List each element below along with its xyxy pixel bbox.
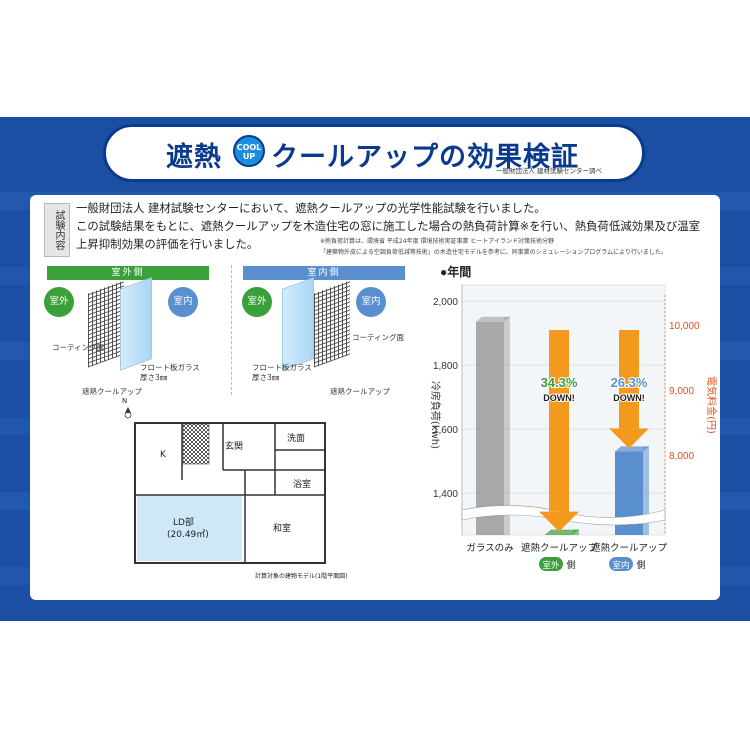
outside-diagram-header: 室外側 [47, 266, 209, 280]
description: 一般財団法人 建材試験センターにおいて、遮熱クールアップの光学性能試験を行いまし… [76, 199, 706, 253]
thickness-label: 厚さ3㎜ [140, 373, 168, 382]
room-washitsu: 和室 [273, 524, 292, 534]
film-mesh-icon [314, 280, 350, 368]
diagram-divider [231, 265, 232, 395]
outdoor-circle: 室外 [44, 287, 74, 317]
room-k: K [160, 450, 166, 460]
outdoor-circle: 室外 [242, 287, 272, 317]
indoor-circle: 室内 [356, 287, 386, 317]
film-label: 遮熱クールアップ [82, 387, 142, 396]
indoor-circle: 室内 [168, 287, 198, 317]
cool-up-badge-icon: COOL UP [233, 135, 265, 167]
footnote-line1: ※熱負荷計算は、環境省 平成24年度 環境技術実証事業 ヒートアイランド対策技術… [320, 238, 555, 245]
north-label: N [122, 397, 128, 405]
coating-label: コーティング面 [352, 333, 405, 342]
title-part2: クールアップの効果検証 [271, 142, 579, 173]
description-line3: 上昇抑制効果の評価を行いました。 [76, 237, 259, 251]
glass-label: フロート板ガラス [252, 363, 312, 372]
thickness-label: 厚さ3㎜ [252, 373, 280, 382]
room-washroom: 洗面 [287, 434, 306, 444]
description-line2: この試験結果をもとに、遮熱クールアップを木造住宅の窓に施工した場合の熱負荷計算※… [76, 219, 701, 233]
header-banner: 遮熱 COOL UP クールアップの効果検証 一般財団法人 建材試験センター調べ [103, 124, 645, 182]
room-ld: LD部 [173, 518, 194, 528]
glass-pane-icon [282, 277, 314, 371]
room-entrance: 玄関 [225, 442, 244, 452]
room-ld-area: (20.49㎡) [167, 530, 209, 540]
coating-label: コーティング面 [52, 343, 105, 352]
floor-plan: N K 玄関 洗面 浴室 LD部 (20.49㎡) 和室 計算対象の建物モデル(… [115, 397, 348, 584]
floor-plan-drawing [124, 407, 326, 564]
inside-diagram-header: 室内側 [243, 266, 405, 280]
film-mesh-icon [88, 280, 124, 368]
title-part1: 遮熱 [166, 142, 222, 173]
content-panel: 試験内容 一般財団法人 建材試験センターにおいて、遮熱クールアップの光学性能試験… [30, 195, 720, 600]
description-line1: 一般財団法人 建材試験センターにおいて、遮熱クールアップの光学性能試験を行いまし… [76, 201, 546, 215]
footnote-line2: 「建築物外皮による空調負荷低減等技術」の木造住宅モデルを参考に、同事業のシミュレ… [320, 249, 667, 256]
film-label: 遮熱クールアップ [330, 387, 390, 396]
glass-label: フロート板ガラス [140, 363, 200, 372]
glass-pane-icon [120, 277, 152, 371]
test-content-label: 試験内容 [44, 203, 70, 257]
credit-text: 一般財団法人 建材試験センター調べ [495, 167, 602, 175]
floor-plan-caption: 計算対象の建物モデル(1階平面図) [255, 573, 348, 580]
room-bath: 浴室 [293, 480, 312, 490]
footnote: ※熱負荷計算は、環境省 平成24年度 環境技術実証事業 ヒートアイランド対策技術… [320, 236, 667, 258]
